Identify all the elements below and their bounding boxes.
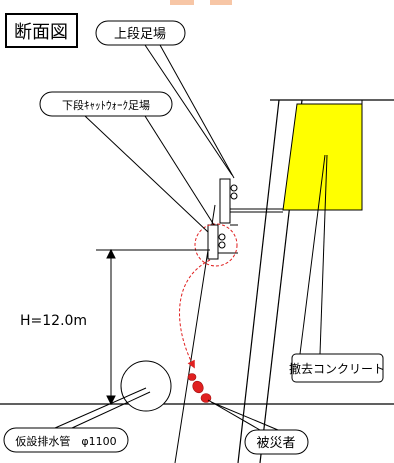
removed-concrete-area xyxy=(282,103,363,211)
drain-pipe-label: 仮設排水管 φ1100 xyxy=(15,434,116,448)
upper-scaffold-label: 上段足場 xyxy=(114,27,166,42)
height-dimension xyxy=(96,248,210,406)
drain-pipe xyxy=(120,360,172,412)
fall-origin-circle xyxy=(194,223,238,267)
height-label: H=12.0m xyxy=(20,313,87,329)
concrete-callout: 撤去コンクリート xyxy=(289,154,385,383)
lower-scaffold xyxy=(207,224,238,260)
title-box: 断面図 xyxy=(5,13,78,48)
lower-scaffold-label: 下段ｷｬｯﾄｳｫｰｸ足場 xyxy=(62,98,150,112)
upper-scaffold-callout: 上段足場 xyxy=(95,20,235,179)
title-text: 断面図 xyxy=(14,22,68,43)
concrete-label: 撤去コンクリート xyxy=(289,361,385,376)
victim-marker xyxy=(187,373,212,403)
lower-scaffold-callout: 下段ｷｬｯﾄｳｫｰｸ足場 xyxy=(39,91,215,233)
top-tab-left xyxy=(170,0,194,5)
victim-label: 被災者 xyxy=(256,436,295,451)
top-tab-right xyxy=(210,0,232,5)
upper-scaffold xyxy=(219,178,283,224)
victim-callout: 被災者 xyxy=(207,399,309,455)
fall-path-arrow xyxy=(179,259,211,369)
drain-pipe-callout: 仮設排水管 φ1100 xyxy=(3,387,151,453)
